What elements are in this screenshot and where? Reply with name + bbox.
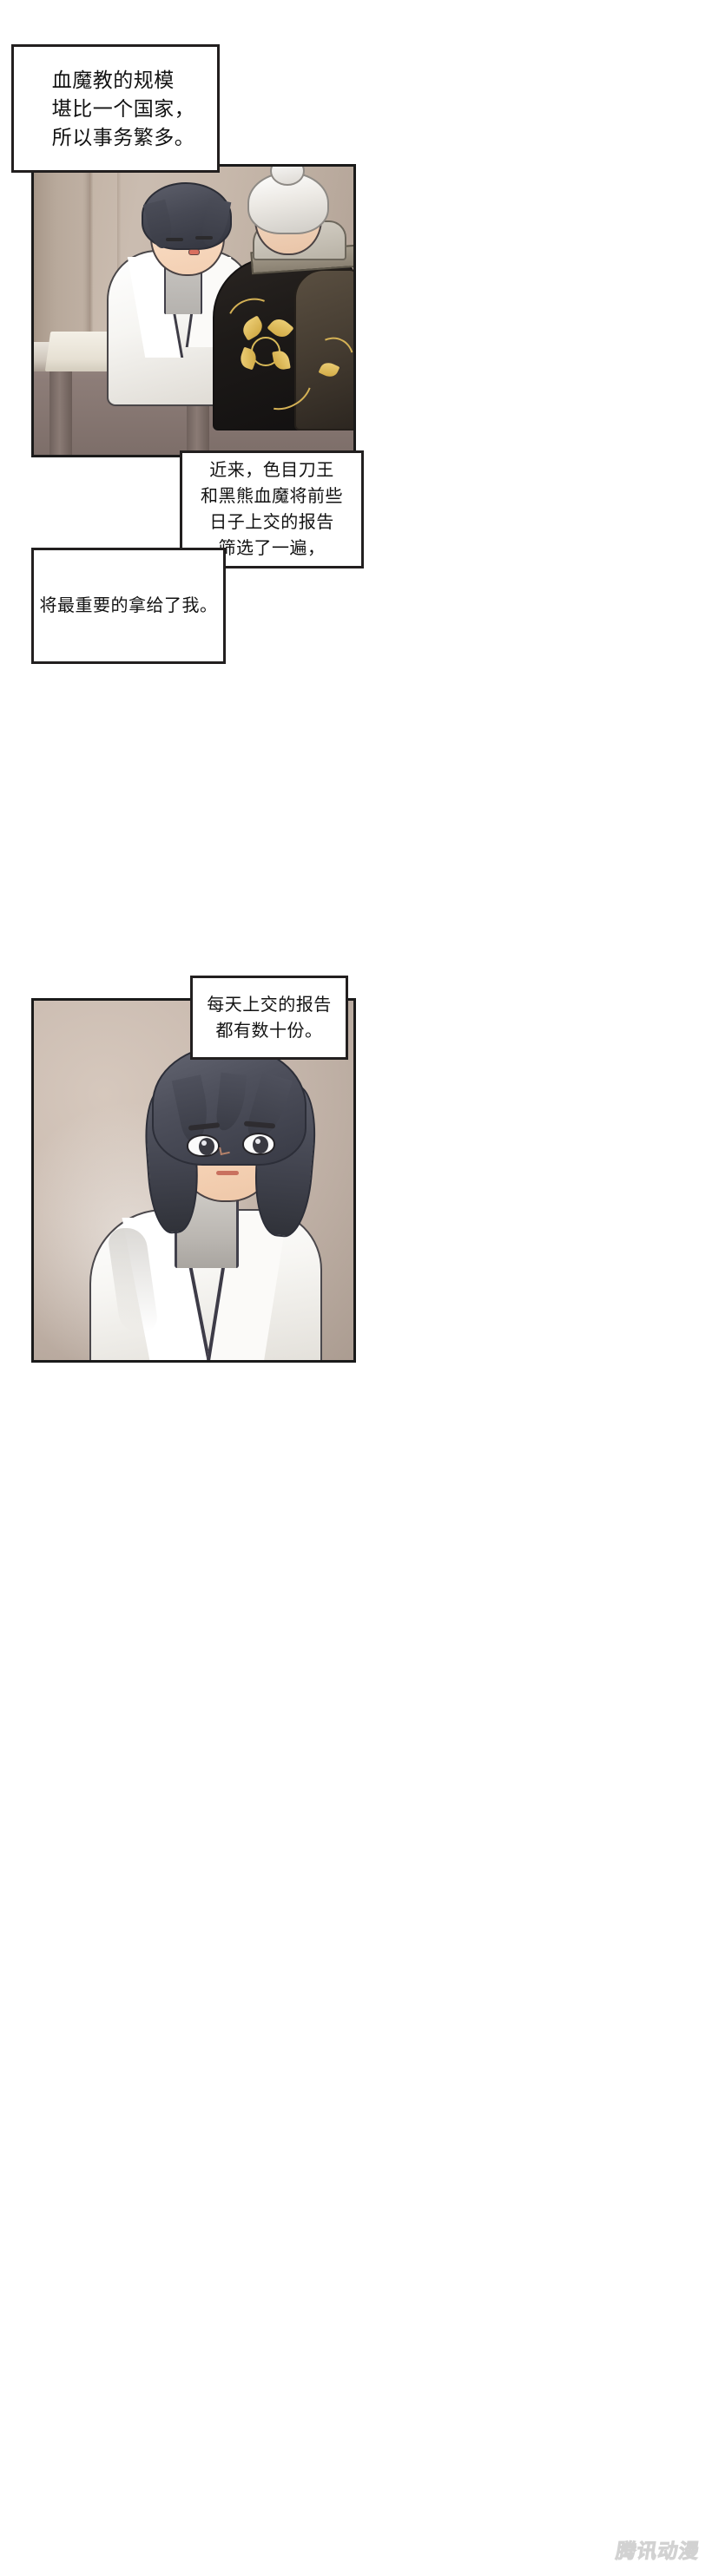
- panel2-pupil-right: [253, 1136, 268, 1153]
- caption-4-line-2: 都有数十份。: [215, 1021, 323, 1041]
- comic-panel-2: [31, 998, 356, 1363]
- panel2-mouth: [216, 1171, 239, 1175]
- panel1-elder-sleeve: [294, 269, 353, 430]
- caption-2-line-2: 和黑熊血魔将前些: [201, 487, 343, 506]
- caption-3-line-1: 将最重要的拿给了我。: [39, 596, 218, 615]
- panel1-wall-seam: [89, 167, 94, 455]
- caption-box-1: 血魔教的规模 堪比一个国家， 所以事务繁多。: [11, 44, 220, 173]
- comic-panel-1: [31, 164, 356, 457]
- panel2-pupil-left: [199, 1138, 214, 1155]
- caption-2-line-3: 日子上交的报告: [209, 513, 334, 532]
- caption-1-line-2: 堪比一个国家，: [51, 96, 195, 120]
- caption-box-3: 将最重要的拿给了我。: [31, 548, 226, 664]
- panel1-young-man-eye-left: [166, 238, 183, 241]
- caption-2-line-1: 近来，色目刀王: [209, 461, 334, 480]
- caption-2-line-4: 筛选了一遍，: [218, 539, 326, 558]
- tencent-comics-watermark: 腾讯动漫: [614, 2540, 702, 2563]
- caption-1-line-1: 血魔教的规模: [51, 68, 175, 91]
- panel1-young-man-eye-right: [195, 236, 213, 240]
- caption-4-line-1: 每天上交的报告: [207, 995, 332, 1015]
- caption-1-lines: 血魔教的规模 堪比一个国家， 所以事务繁多。: [36, 66, 195, 152]
- panel1-desk-leg-left: [49, 371, 72, 455]
- caption-1-line-3: 所以事务繁多。: [51, 125, 195, 148]
- panel1-young-man-mouth: [188, 249, 200, 255]
- caption-box-4: 每天上交的报告 都有数十份。: [190, 976, 348, 1060]
